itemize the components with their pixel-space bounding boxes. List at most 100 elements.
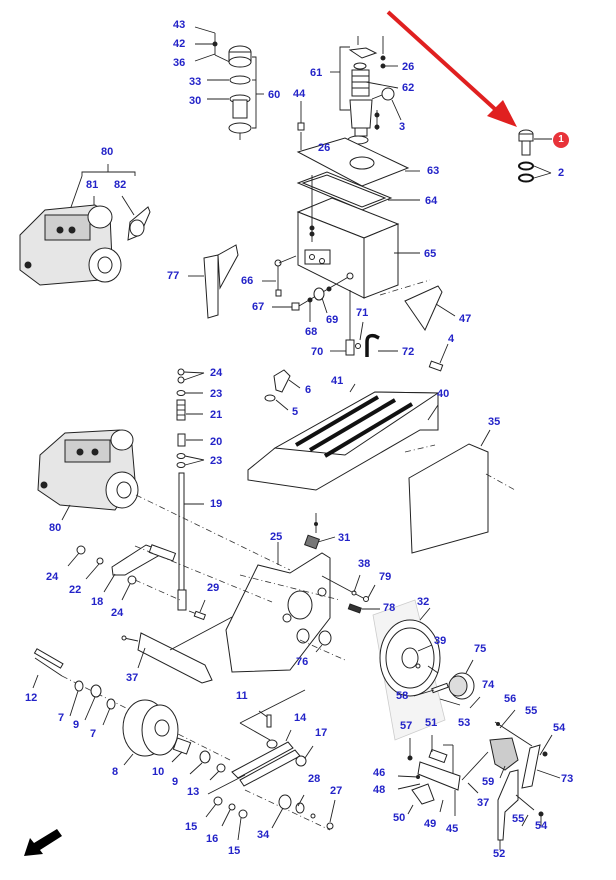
callout-65[interactable]: 65 — [424, 248, 437, 260]
orientation-arrow — [24, 829, 62, 856]
callout-24-right[interactable]: 24 — [111, 607, 124, 619]
callout-57[interactable]: 57 — [400, 720, 413, 732]
callout-46[interactable]: 46 — [373, 767, 386, 779]
callout-76[interactable]: 76 — [296, 656, 309, 668]
callout-47[interactable]: 47 — [459, 313, 472, 325]
callout-56[interactable]: 56 — [504, 693, 517, 705]
callout-38[interactable]: 38 — [358, 558, 371, 570]
callout-81[interactable]: 81 — [86, 179, 99, 191]
callout-73[interactable]: 73 — [561, 773, 574, 785]
callout-55-top[interactable]: 55 — [525, 705, 538, 717]
callout-29[interactable]: 29 — [207, 582, 220, 594]
callout-3[interactable]: 3 — [399, 121, 406, 133]
bolt-44 — [297, 101, 305, 150]
callout-40[interactable]: 40 — [437, 388, 450, 400]
callout-17[interactable]: 17 — [315, 727, 328, 739]
callout-25[interactable]: 25 — [270, 531, 283, 543]
callout-66[interactable]: 66 — [241, 275, 254, 287]
callout-67[interactable]: 67 — [252, 301, 265, 313]
callout-31[interactable]: 31 — [338, 532, 351, 544]
callout-79[interactable]: 79 — [379, 571, 392, 583]
callout-19[interactable]: 19 — [210, 498, 223, 510]
callout-60[interactable]: 60 — [268, 89, 281, 101]
callout-50[interactable]: 50 — [393, 812, 406, 824]
callout-43[interactable]: 43 — [173, 19, 186, 31]
callout-28[interactable]: 28 — [308, 773, 321, 785]
callout-14[interactable]: 14 — [294, 712, 307, 724]
callout-9-right[interactable]: 9 — [172, 776, 179, 788]
callout-35[interactable]: 35 — [488, 416, 501, 428]
callout-15-right[interactable]: 15 — [228, 845, 241, 857]
callout-15-left[interactable]: 15 — [185, 821, 198, 833]
callout-63[interactable]: 63 — [427, 165, 440, 177]
callout-49[interactable]: 49 — [424, 818, 437, 830]
callout-27[interactable]: 27 — [330, 785, 343, 797]
callout-5[interactable]: 5 — [292, 406, 299, 418]
callout-26-top[interactable]: 26 — [402, 61, 415, 73]
callout-82[interactable]: 82 — [114, 179, 127, 191]
callout-26-lower[interactable]: 26 — [318, 142, 331, 154]
callout-68[interactable]: 68 — [305, 326, 318, 338]
callout-75[interactable]: 75 — [474, 643, 487, 655]
callout-8[interactable]: 8 — [112, 766, 119, 778]
callout-24-stack[interactable]: 24 — [210, 367, 223, 379]
callout-30[interactable]: 30 — [189, 95, 202, 107]
callout-41[interactable]: 41 — [331, 375, 344, 387]
callout-80-top[interactable]: 80 — [101, 146, 114, 158]
callout-58[interactable]: 58 — [396, 690, 409, 702]
callout-32[interactable]: 32 — [417, 596, 430, 608]
callout-13[interactable]: 13 — [187, 786, 200, 798]
callout-7-left[interactable]: 7 — [58, 712, 65, 724]
callout-37-right[interactable]: 37 — [477, 797, 490, 809]
callout-80-lower[interactable]: 80 — [49, 522, 62, 534]
side-panel — [404, 429, 516, 554]
callout-10[interactable]: 10 — [152, 766, 165, 778]
callout-23-upper[interactable]: 23 — [210, 388, 223, 400]
callout-72[interactable]: 72 — [402, 346, 415, 358]
callout-54-bottom[interactable]: 54 — [535, 820, 548, 832]
drain-valve-and-hose — [330, 290, 398, 357]
callout-77[interactable]: 77 — [167, 270, 180, 282]
callout-2[interactable]: 2 — [558, 167, 565, 179]
control-rod-stack — [176, 368, 205, 611]
callout-53[interactable]: 53 — [458, 717, 471, 729]
callout-37-left[interactable]: 37 — [126, 672, 139, 684]
callout-16[interactable]: 16 — [206, 833, 219, 845]
callout-70[interactable]: 70 — [311, 346, 324, 358]
callout-39[interactable]: 39 — [434, 635, 447, 647]
callout-36[interactable]: 36 — [173, 57, 186, 69]
callout-11[interactable]: 11 — [236, 690, 248, 702]
callout-34[interactable]: 34 — [257, 829, 270, 841]
callout-48[interactable]: 48 — [373, 784, 386, 796]
callout-9-left[interactable]: 9 — [73, 719, 80, 731]
callout-24-left[interactable]: 24 — [46, 571, 59, 583]
callout-44[interactable]: 44 — [293, 88, 306, 100]
callout-69[interactable]: 69 — [326, 314, 339, 326]
callout-7-right[interactable]: 7 — [90, 728, 97, 740]
callout-4[interactable]: 4 — [448, 333, 455, 345]
callout-78[interactable]: 78 — [383, 602, 396, 614]
callout-23-lower[interactable]: 23 — [210, 455, 223, 467]
callout-6[interactable]: 6 — [305, 384, 312, 396]
callout-55-bottom[interactable]: 55 — [512, 813, 525, 825]
highlighted-part-badge[interactable]: 1 — [553, 132, 569, 148]
callout-71[interactable]: 71 — [356, 307, 369, 319]
callout-54-top[interactable]: 54 — [553, 722, 566, 734]
callout-21[interactable]: 21 — [210, 409, 223, 421]
callout-61[interactable]: 61 — [310, 67, 323, 79]
callout-12[interactable]: 12 — [25, 692, 38, 704]
callout-22[interactable]: 22 — [69, 584, 82, 596]
callout-59[interactable]: 59 — [482, 776, 495, 788]
callout-52[interactable]: 52 — [493, 848, 506, 860]
callout-42[interactable]: 42 — [173, 38, 186, 50]
callout-64[interactable]: 64 — [425, 195, 438, 207]
callout-62[interactable]: 62 — [402, 82, 415, 94]
callout-33[interactable]: 33 — [189, 76, 202, 88]
callout-18[interactable]: 18 — [91, 596, 104, 608]
callout-51[interactable]: 51 — [425, 717, 438, 729]
callout-45[interactable]: 45 — [446, 823, 459, 835]
callout-74[interactable]: 74 — [482, 679, 495, 691]
callout-20[interactable]: 20 — [210, 436, 223, 448]
